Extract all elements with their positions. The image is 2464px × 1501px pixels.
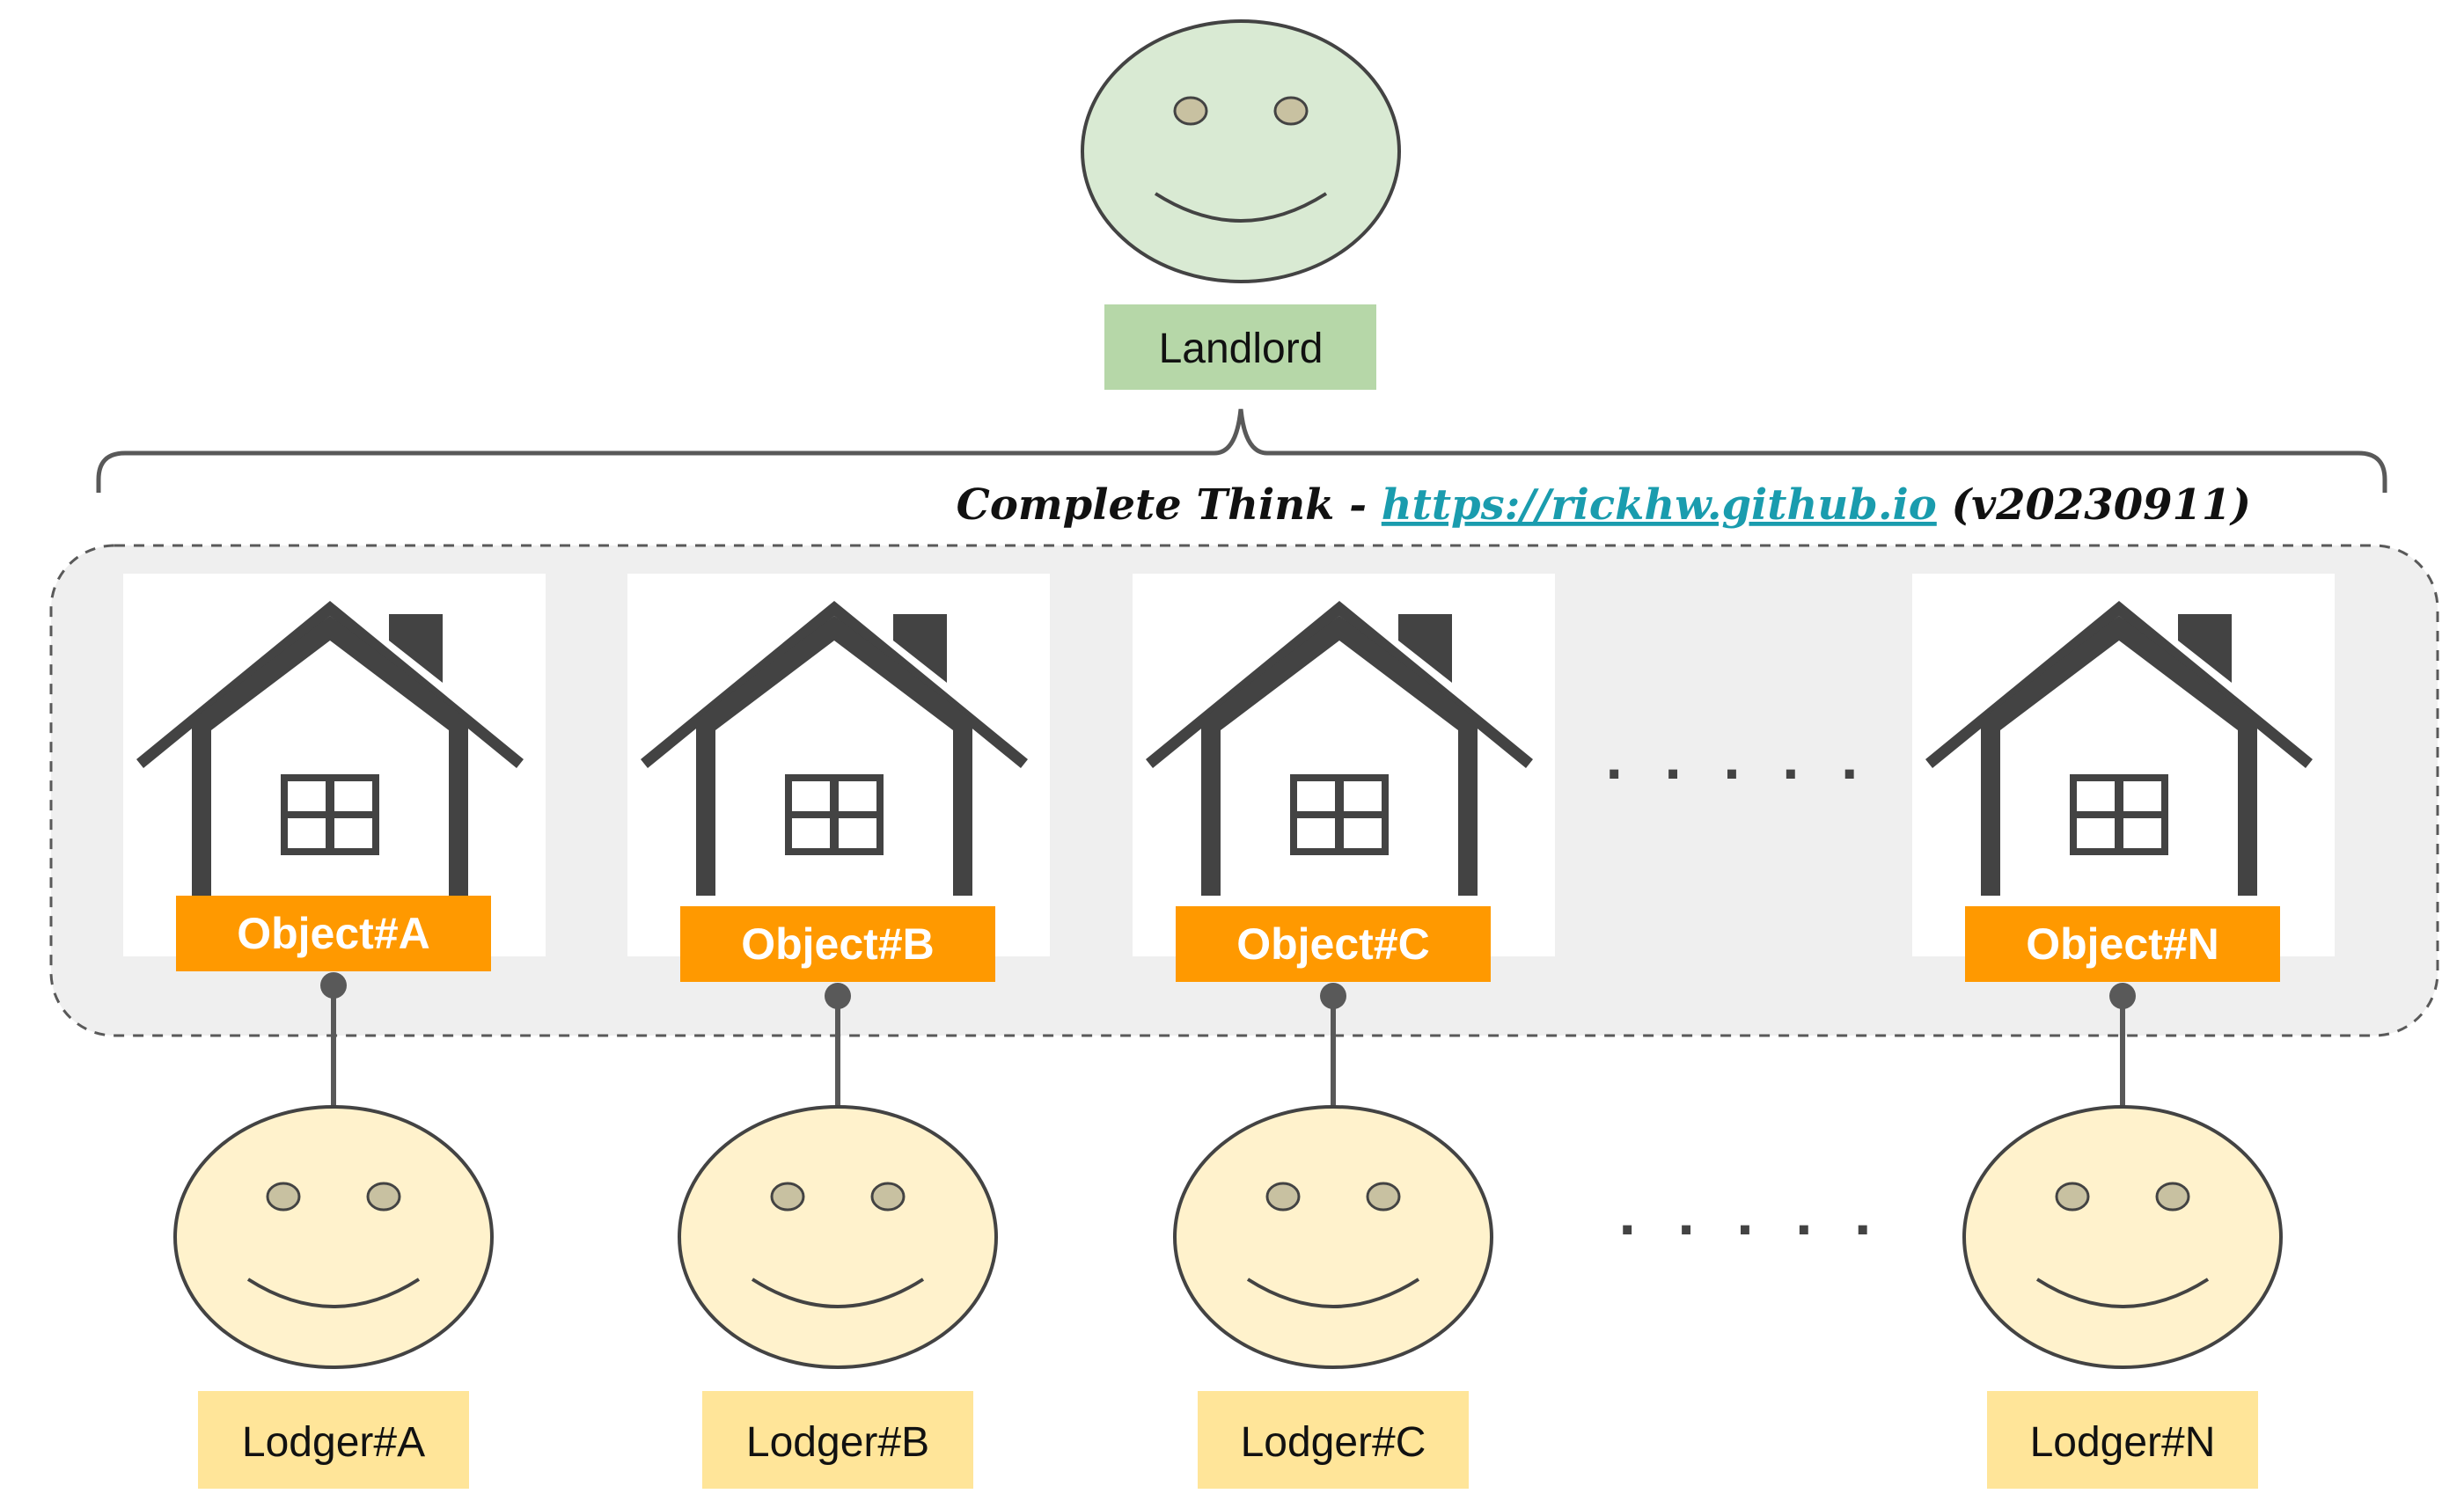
credit-line: Complete Think - https://rickhw.github.i…	[957, 480, 2251, 530]
objects-ellipsis: . . . . .	[1605, 723, 1870, 792]
lodger-face-n	[1962, 1105, 2283, 1369]
lodger-face-b	[678, 1105, 998, 1369]
lodger-label-a-text: Lodger#A	[242, 1419, 425, 1466]
lodgers-ellipsis: . . . . .	[1618, 1179, 1883, 1248]
lodger-label-b: Lodger#B	[702, 1391, 973, 1489]
lodger-label-c: Lodger#C	[1198, 1391, 1469, 1489]
lodger-label-b-text: Lodger#B	[746, 1419, 929, 1466]
connector-a	[320, 972, 347, 1107]
object-label-c-text: Object#C	[1236, 919, 1430, 969]
object-label-a: Object#A	[176, 896, 491, 971]
object-label-c: Object#C	[1176, 906, 1491, 982]
object-label-a-text: Object#A	[237, 909, 430, 958]
object-card-c	[1133, 574, 1555, 956]
landlord-label: Landlord	[1104, 304, 1376, 390]
connector-n	[2109, 983, 2136, 1107]
lodger-label-n: Lodger#N	[1987, 1391, 2258, 1489]
object-card-a	[123, 574, 546, 956]
lodger-label-c-text: Lodger#C	[1241, 1419, 1426, 1466]
object-label-n: Object#N	[1965, 906, 2280, 982]
connector-c	[1320, 983, 1346, 1107]
object-label-n-text: Object#N	[2026, 919, 2219, 969]
lodger-label-a: Lodger#A	[198, 1391, 469, 1489]
object-card-n	[1912, 574, 2335, 956]
lodger-label-n-text: Lodger#N	[2030, 1419, 2216, 1466]
landlord-face	[1081, 19, 1401, 283]
lodger-face-a	[173, 1105, 494, 1369]
object-label-b: Object#B	[680, 906, 995, 982]
connector-b	[825, 983, 851, 1107]
curly-brace	[96, 408, 2387, 493]
object-card-b	[627, 574, 1050, 956]
object-label-b-text: Object#B	[741, 919, 935, 969]
credit-prefix: Complete Think -	[957, 480, 1382, 530]
landlord-label-text: Landlord	[1159, 326, 1324, 372]
credit-suffix: (v20230911)	[1937, 480, 2251, 530]
lodger-face-c	[1173, 1105, 1493, 1369]
credit-link[interactable]: https://rickhw.github.io	[1382, 480, 1937, 530]
